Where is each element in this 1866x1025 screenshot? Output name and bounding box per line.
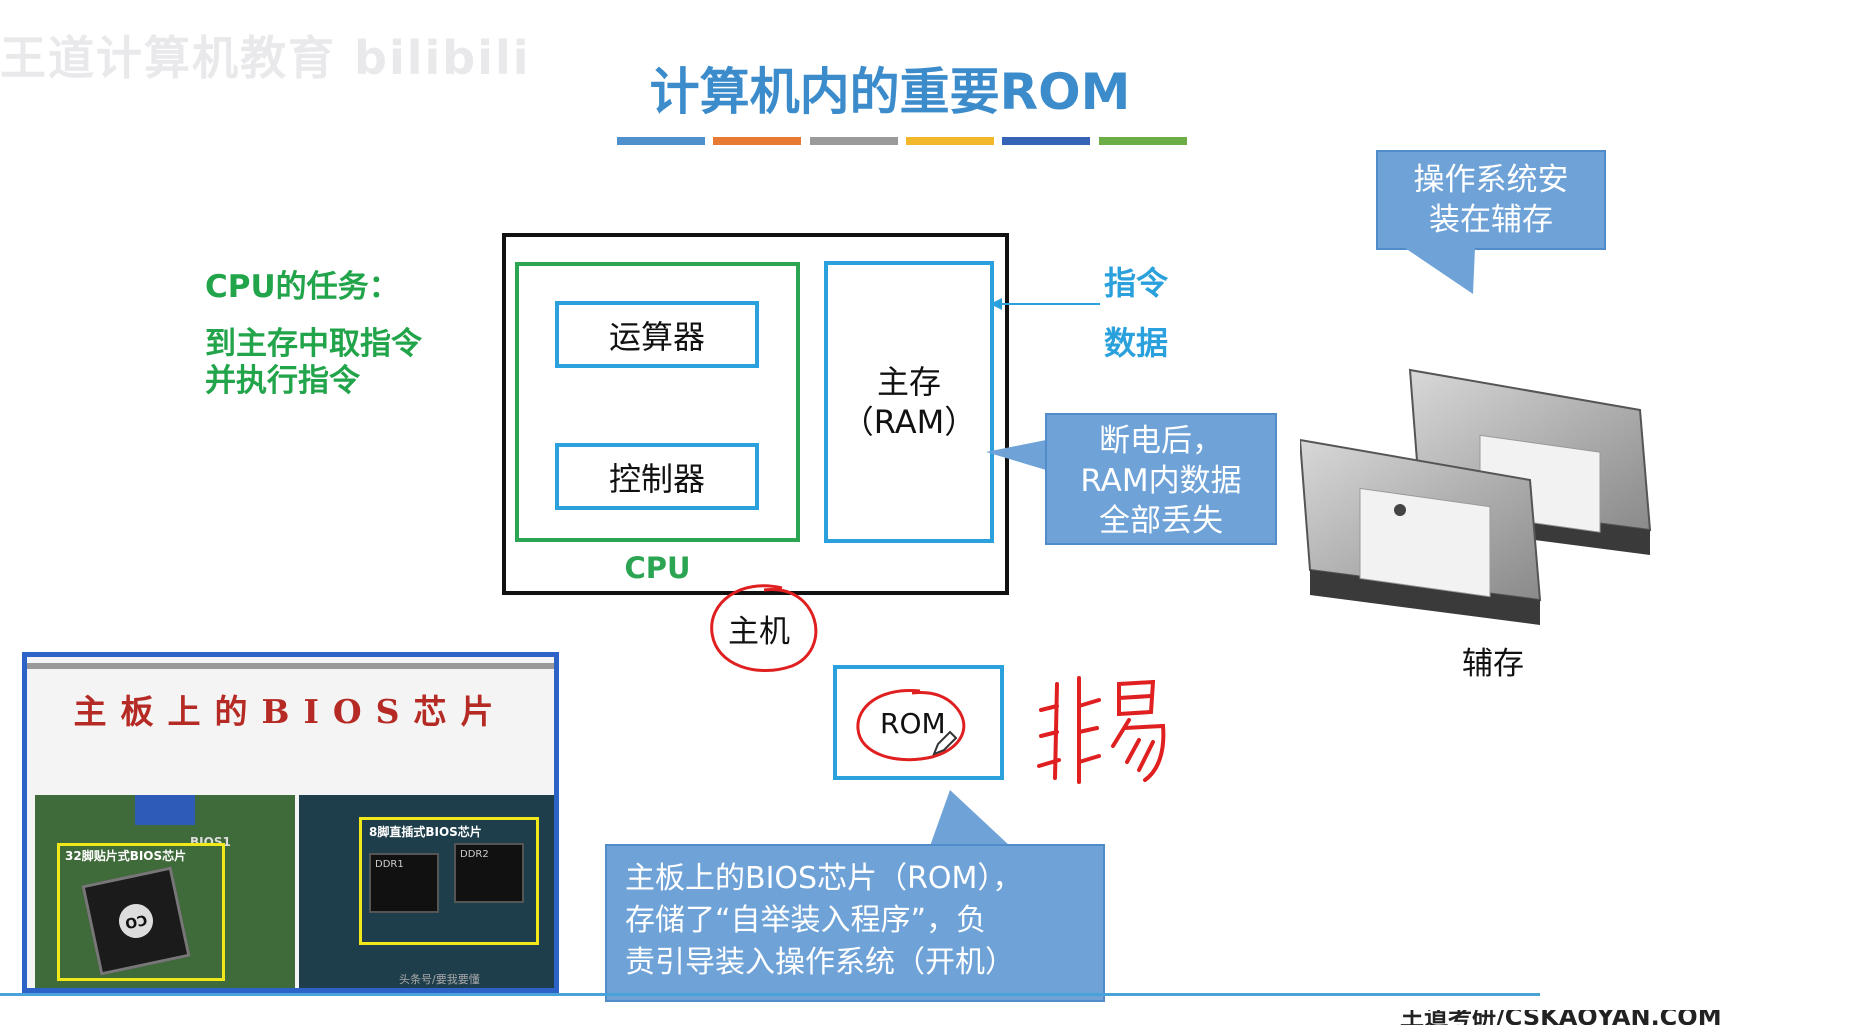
main-memory-label: 主存 [876, 363, 941, 401]
photo-top-bar [27, 663, 554, 669]
alu-box: 运算器 [555, 301, 759, 368]
instruction-label: 指令 [1104, 264, 1169, 302]
rom-label: ROM [880, 707, 946, 740]
main-memory-type-label: （RAM） [841, 403, 977, 441]
os-callout-line-2: 装在辅存 [1429, 202, 1553, 238]
cpu-label: CPU [624, 551, 691, 585]
title-stripe-2 [713, 137, 801, 145]
os-install-callout: 操作系统安 装在辅存 [1376, 150, 1606, 250]
title-stripe-4 [906, 137, 994, 145]
blue-connector [135, 795, 195, 825]
chip-highlight-left [57, 843, 225, 981]
incoming-arrow [990, 298, 1100, 310]
chip-label-right: 8脚直插式BIOS芯片 [369, 825, 482, 839]
motherboard-left: BIOS1 32脚贴片式BIOS芯片 CO [35, 795, 295, 988]
bios-callout-line-1: 主板上的BIOS芯片（ROM）， [625, 861, 1023, 896]
ram-power-loss-callout: 断电后， RAM内数据 全部丢失 [1045, 413, 1277, 545]
dip-chip-1: DDR1 [369, 853, 439, 913]
ram-callout-pointer [986, 440, 1046, 470]
pencil-cursor-icon [932, 730, 958, 756]
chip-highlight-right [359, 817, 539, 945]
os-callout-line-1: 操作系统安 [1413, 162, 1569, 198]
hard-drives-image [1300, 368, 1652, 625]
host-label: 主机 [728, 614, 790, 650]
host-box [502, 233, 1009, 595]
bios-callout-pointer [930, 790, 1010, 846]
title-stripe-6 [1099, 137, 1187, 145]
bios-callout: 主板上的BIOS芯片（ROM）， 存储了“自举装入程序”，负 责引导装入操作系统… [605, 844, 1105, 1002]
title-stripe-3 [810, 137, 898, 145]
watermark: 王道计算机教育 bilibili [0, 31, 531, 85]
chip-label-left: 32脚贴片式BIOS芯片 [65, 849, 187, 863]
rom-box [833, 665, 1004, 780]
bios-photo-title: 主板上的BIOS芯片 [73, 692, 508, 731]
cpu-task-line-2: 并执行指令 [205, 363, 360, 399]
ram-callout-line-2: RAM内数据 [1080, 463, 1242, 499]
dip-chip-2: DDR2 [454, 843, 524, 903]
photo-credit: 头条号/要我要懂 [399, 973, 480, 986]
host-red-circle [710, 584, 818, 673]
cpu-task-heading: CPU的任务： [205, 269, 400, 305]
chip-mark: CO [115, 900, 157, 942]
title-stripe-1 [617, 137, 705, 145]
os-callout-pointer [1405, 248, 1475, 294]
main-memory-box: 主存 （RAM） [824, 261, 994, 543]
cpu-box [515, 262, 800, 542]
bios-callout-line-2: 存储了“自举装入程序”，负 [625, 903, 987, 938]
footer-text: 王道考研/CSKAOYAN.COM [1400, 1010, 1722, 1025]
slide-title: 计算机内的重要ROM [649, 63, 1131, 121]
data-label: 数据 [1104, 324, 1169, 362]
motherboard-right: 8脚直插式BIOS芯片 DDR1 DDR2 头条号/要我要懂 [299, 795, 554, 988]
secondary-storage-label: 辅存 [1462, 646, 1524, 682]
ram-callout-line-3: 全部丢失 [1099, 503, 1223, 539]
handwritten-note [1037, 676, 1166, 784]
bios-callout-line-3: 责引导装入操作系统（开机） [625, 945, 1015, 980]
control-unit-box: 控制器 [555, 443, 759, 510]
cpu-task-line-1: 到主存中取指令 [205, 326, 422, 362]
bottom-divider [0, 993, 1540, 996]
hard-drive-front [1300, 438, 1542, 625]
ram-callout-line-1: 断电后， [1099, 423, 1223, 459]
title-stripe-5 [1002, 137, 1090, 145]
bios-chip-photo: 主板上的BIOS芯片 BIOS1 32脚贴片式BIOS芯片 CO 8脚直插式BI… [22, 652, 559, 993]
rom-red-circle [856, 688, 966, 762]
plcc-chip: CO [81, 866, 191, 976]
